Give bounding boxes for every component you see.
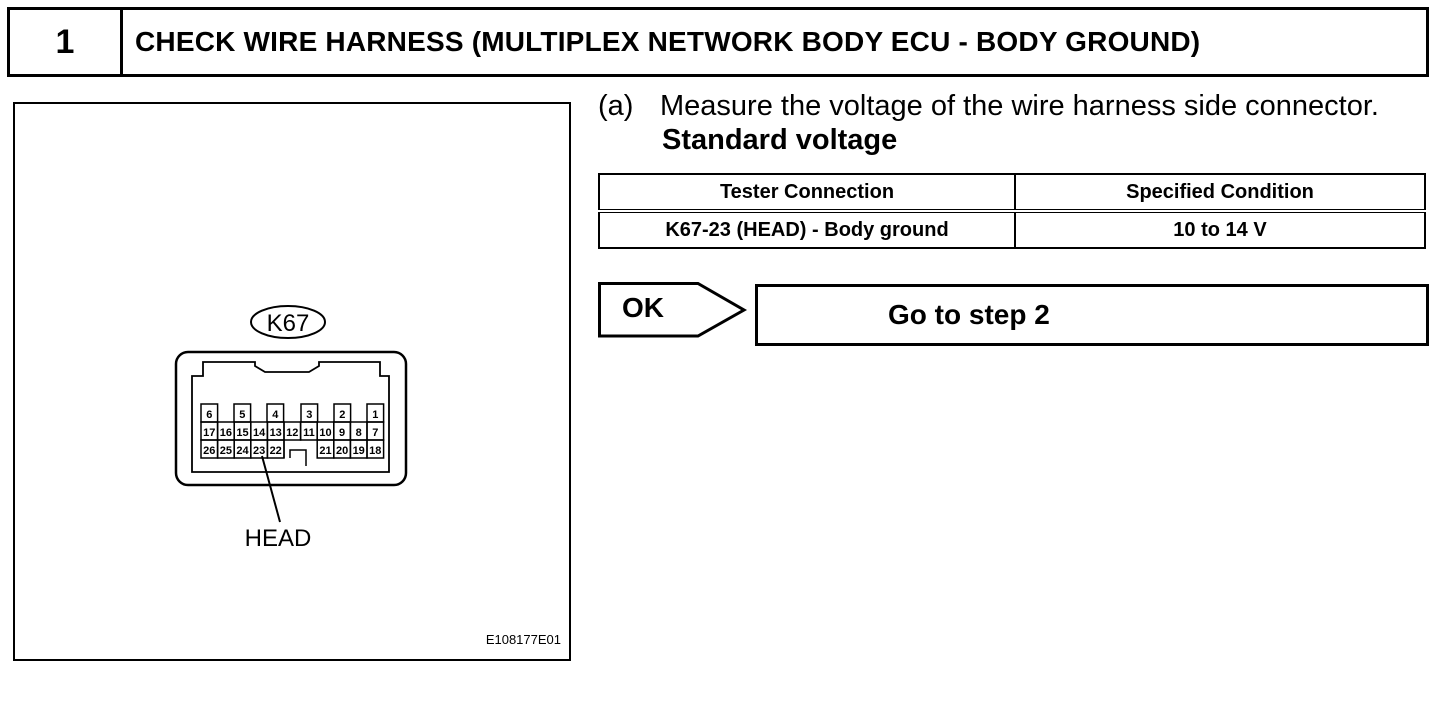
header-specified-condition: Specified Condition: [1014, 173, 1426, 213]
pin-label-18: 18: [369, 445, 381, 457]
pin-label-26: 26: [203, 445, 215, 457]
pin-label-20: 20: [336, 445, 348, 457]
step-header: 1 CHECK WIRE HARNESS (MULTIPLEX NETWORK …: [7, 7, 1429, 77]
connector-label: K67: [267, 310, 310, 337]
pin-label-13: 13: [270, 427, 282, 439]
connector-key-notch: [283, 440, 307, 466]
pin-label-17: 17: [203, 427, 215, 439]
pin-label-14: 14: [253, 427, 266, 439]
head-label: HEAD: [245, 525, 312, 552]
pin-label-12: 12: [286, 427, 298, 439]
pin-label-15: 15: [236, 427, 248, 439]
figure-code: E108177E01: [485, 632, 561, 647]
pin-label-7: 7: [372, 427, 378, 439]
table-row: K67-23 (HEAD) - Body ground 10 to 14 V: [598, 210, 1426, 249]
instruction-text: Measure the voltage of the wire harness …: [660, 90, 1379, 122]
step-title: CHECK WIRE HARNESS (MULTIPLEX NETWORK BO…: [135, 26, 1201, 57]
pin-cell-18: [366, 439, 385, 459]
pin-label-8: 8: [356, 427, 362, 439]
cell-tester-connection: K67-23 (HEAD) - Body ground: [598, 210, 1016, 249]
table-header-row: Tester Connection Specified Condition: [598, 173, 1426, 213]
cell-specified-condition: 10 to 14 V: [1014, 210, 1426, 249]
goto-step-text: Go to step 2: [888, 299, 1050, 330]
connector-label-oval: [250, 305, 326, 339]
pin-label-11: 11: [303, 427, 315, 439]
spec-table: Tester Connection Specified Condition K6…: [598, 173, 1426, 249]
standard-voltage-heading: Standard voltage: [662, 124, 898, 156]
pin-label-4: 4: [272, 409, 279, 421]
pin-label-16: 16: [220, 427, 232, 439]
pin-label-6: 6: [206, 409, 212, 421]
instruction-line: (a) Measure the voltage of the wire harne…: [598, 88, 1379, 124]
pin-label-2: 2: [339, 409, 345, 421]
ok-label: OK: [622, 292, 664, 323]
pin-label-19: 19: [353, 445, 365, 457]
connector-inner-outline: [191, 361, 390, 473]
pin-label-24: 24: [236, 445, 249, 457]
pin-label-23: 23: [253, 445, 265, 457]
step-number: 1: [10, 10, 123, 74]
pin-label-5: 5: [239, 409, 245, 421]
pin-label-3: 3: [306, 409, 312, 421]
pin-label-21: 21: [319, 445, 331, 457]
ok-arrow-shape: [598, 282, 748, 338]
pin-label-22: 22: [270, 445, 282, 457]
pin-label-1: 1: [372, 409, 378, 421]
instruction-label: (a): [598, 90, 634, 122]
pin-label-25: 25: [220, 445, 232, 457]
pin-label-9: 9: [339, 427, 345, 439]
header-tester-connection: Tester Connection: [598, 173, 1016, 213]
connector-housing: [174, 350, 408, 487]
pin-label-10: 10: [319, 427, 331, 439]
head-pointer-line: [261, 455, 281, 523]
goto-step-box[interactable]: Go to step 2: [755, 284, 1429, 346]
